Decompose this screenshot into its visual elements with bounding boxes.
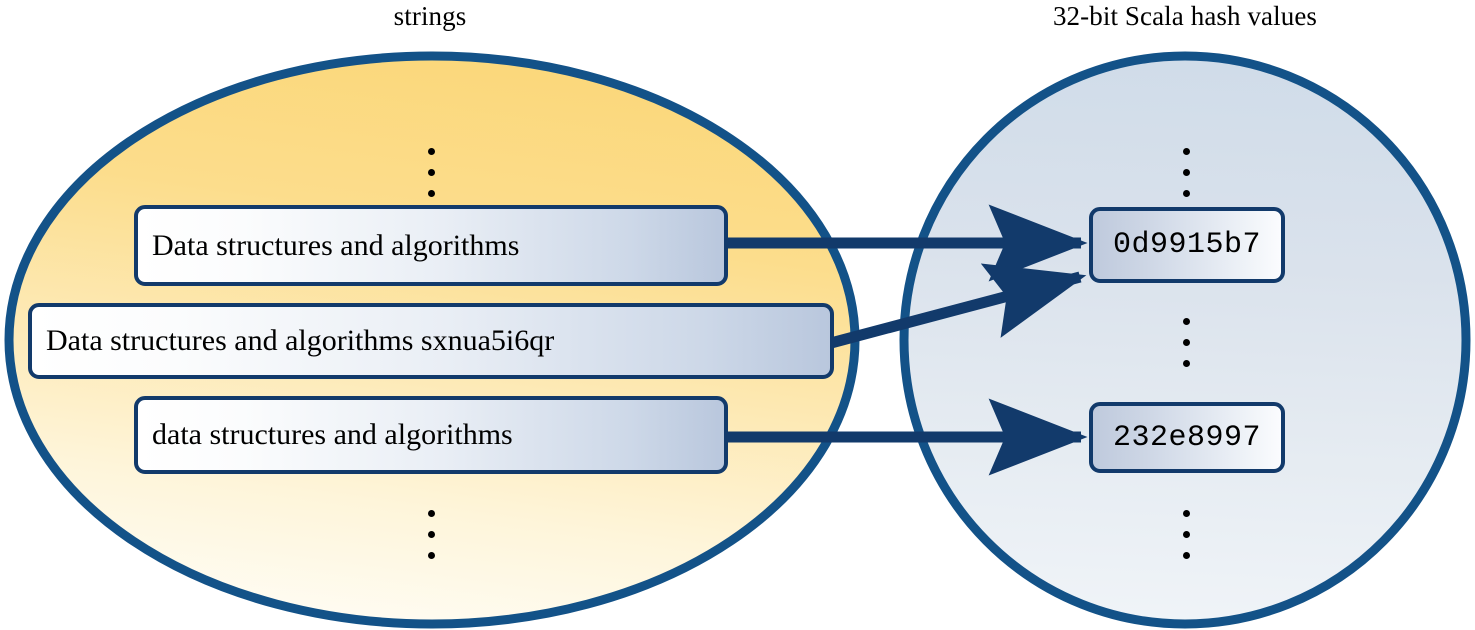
string-node-2-label: Data structures and algorithms sxnua5i6q… [46, 324, 555, 357]
hash-node-1-label: 0d9915b7 [1112, 228, 1262, 262]
string-node-1-label: Data structures and algorithms [152, 228, 520, 262]
hash-node-2[interactable]: 232e8997 [1089, 402, 1285, 473]
vertical-ellipsis-icon [1174, 318, 1198, 367]
string-node-2[interactable]: Data structures and algorithms sxnua5i6q… [28, 303, 834, 379]
vertical-ellipsis-icon [1174, 148, 1198, 197]
vertical-ellipsis-icon [1174, 510, 1198, 559]
string-node-1[interactable]: Data structures and algorithms [134, 205, 728, 286]
hash-node-2-label: 232e8997 [1112, 420, 1262, 455]
right-set-title: 32-bit Scala hash values [1052, 1, 1318, 31]
left-set-title: strings [393, 1, 467, 31]
hash-node-1[interactable]: 0d9915b7 [1089, 207, 1285, 283]
vertical-ellipsis-icon [419, 510, 443, 559]
arrow-string2-to-hash1 [829, 263, 1087, 349]
string-node-3[interactable]: data structures and algorithms [134, 396, 728, 474]
vertical-ellipsis-icon [419, 148, 443, 197]
string-node-3-label: data structures and algorithms [152, 418, 513, 451]
